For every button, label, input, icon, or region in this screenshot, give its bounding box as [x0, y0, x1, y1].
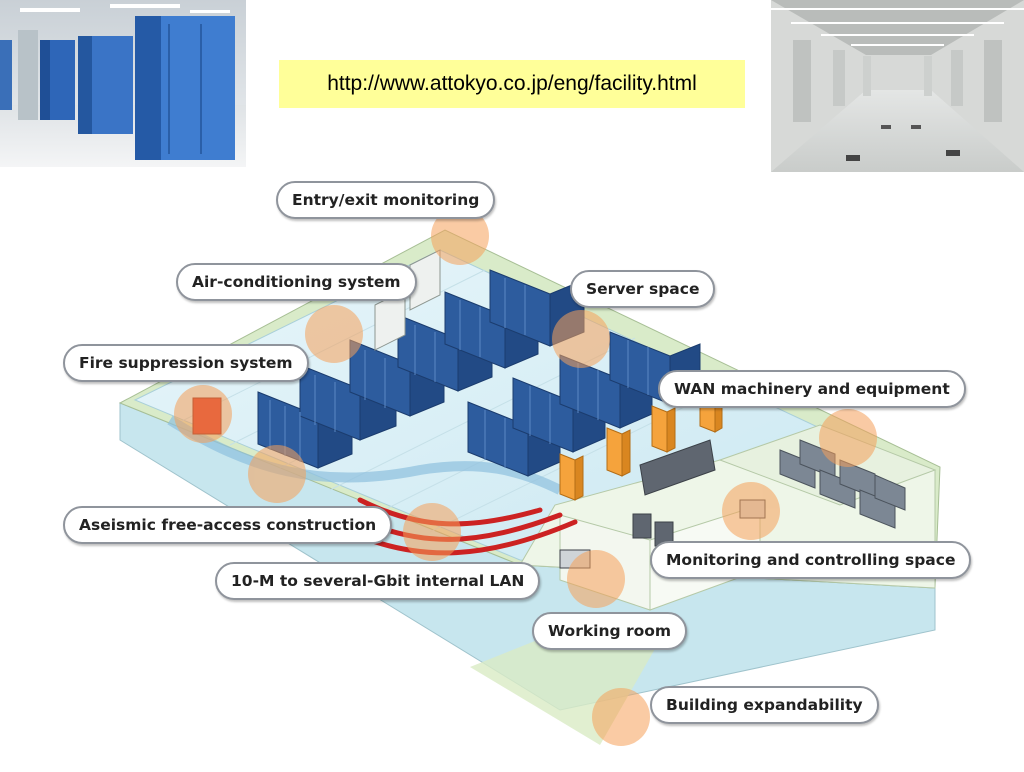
- aseismic-construction-label: Aseismic free-access construction: [63, 506, 393, 544]
- building-expandability-label: Building expandability: [650, 686, 879, 724]
- working-room-label: Working room: [532, 612, 688, 650]
- air-conditioning-system-label: Air-conditioning system: [176, 263, 417, 301]
- internal-lan-label: 10-M to several-Gbit internal LAN: [215, 562, 541, 600]
- server-space-label: Server space: [570, 270, 716, 308]
- source-url[interactable]: http://www.attokyo.co.jp/eng/facility.ht…: [279, 60, 745, 108]
- entry-exit-monitoring-label: Entry/exit monitoring: [276, 181, 496, 219]
- wan-machinery-label: WAN machinery and equipment: [658, 370, 966, 408]
- server-racks-photo: [0, 0, 246, 167]
- empty-data-hall-photo: [771, 0, 1024, 172]
- isometric-facility-illustration: [118, 207, 941, 746]
- monitoring-controlling-space-label: Monitoring and controlling space: [650, 541, 972, 579]
- facility-diagram: Entry/exit monitoring Air-conditioning s…: [0, 170, 1024, 768]
- fire-suppression-system-label: Fire suppression system: [63, 344, 309, 382]
